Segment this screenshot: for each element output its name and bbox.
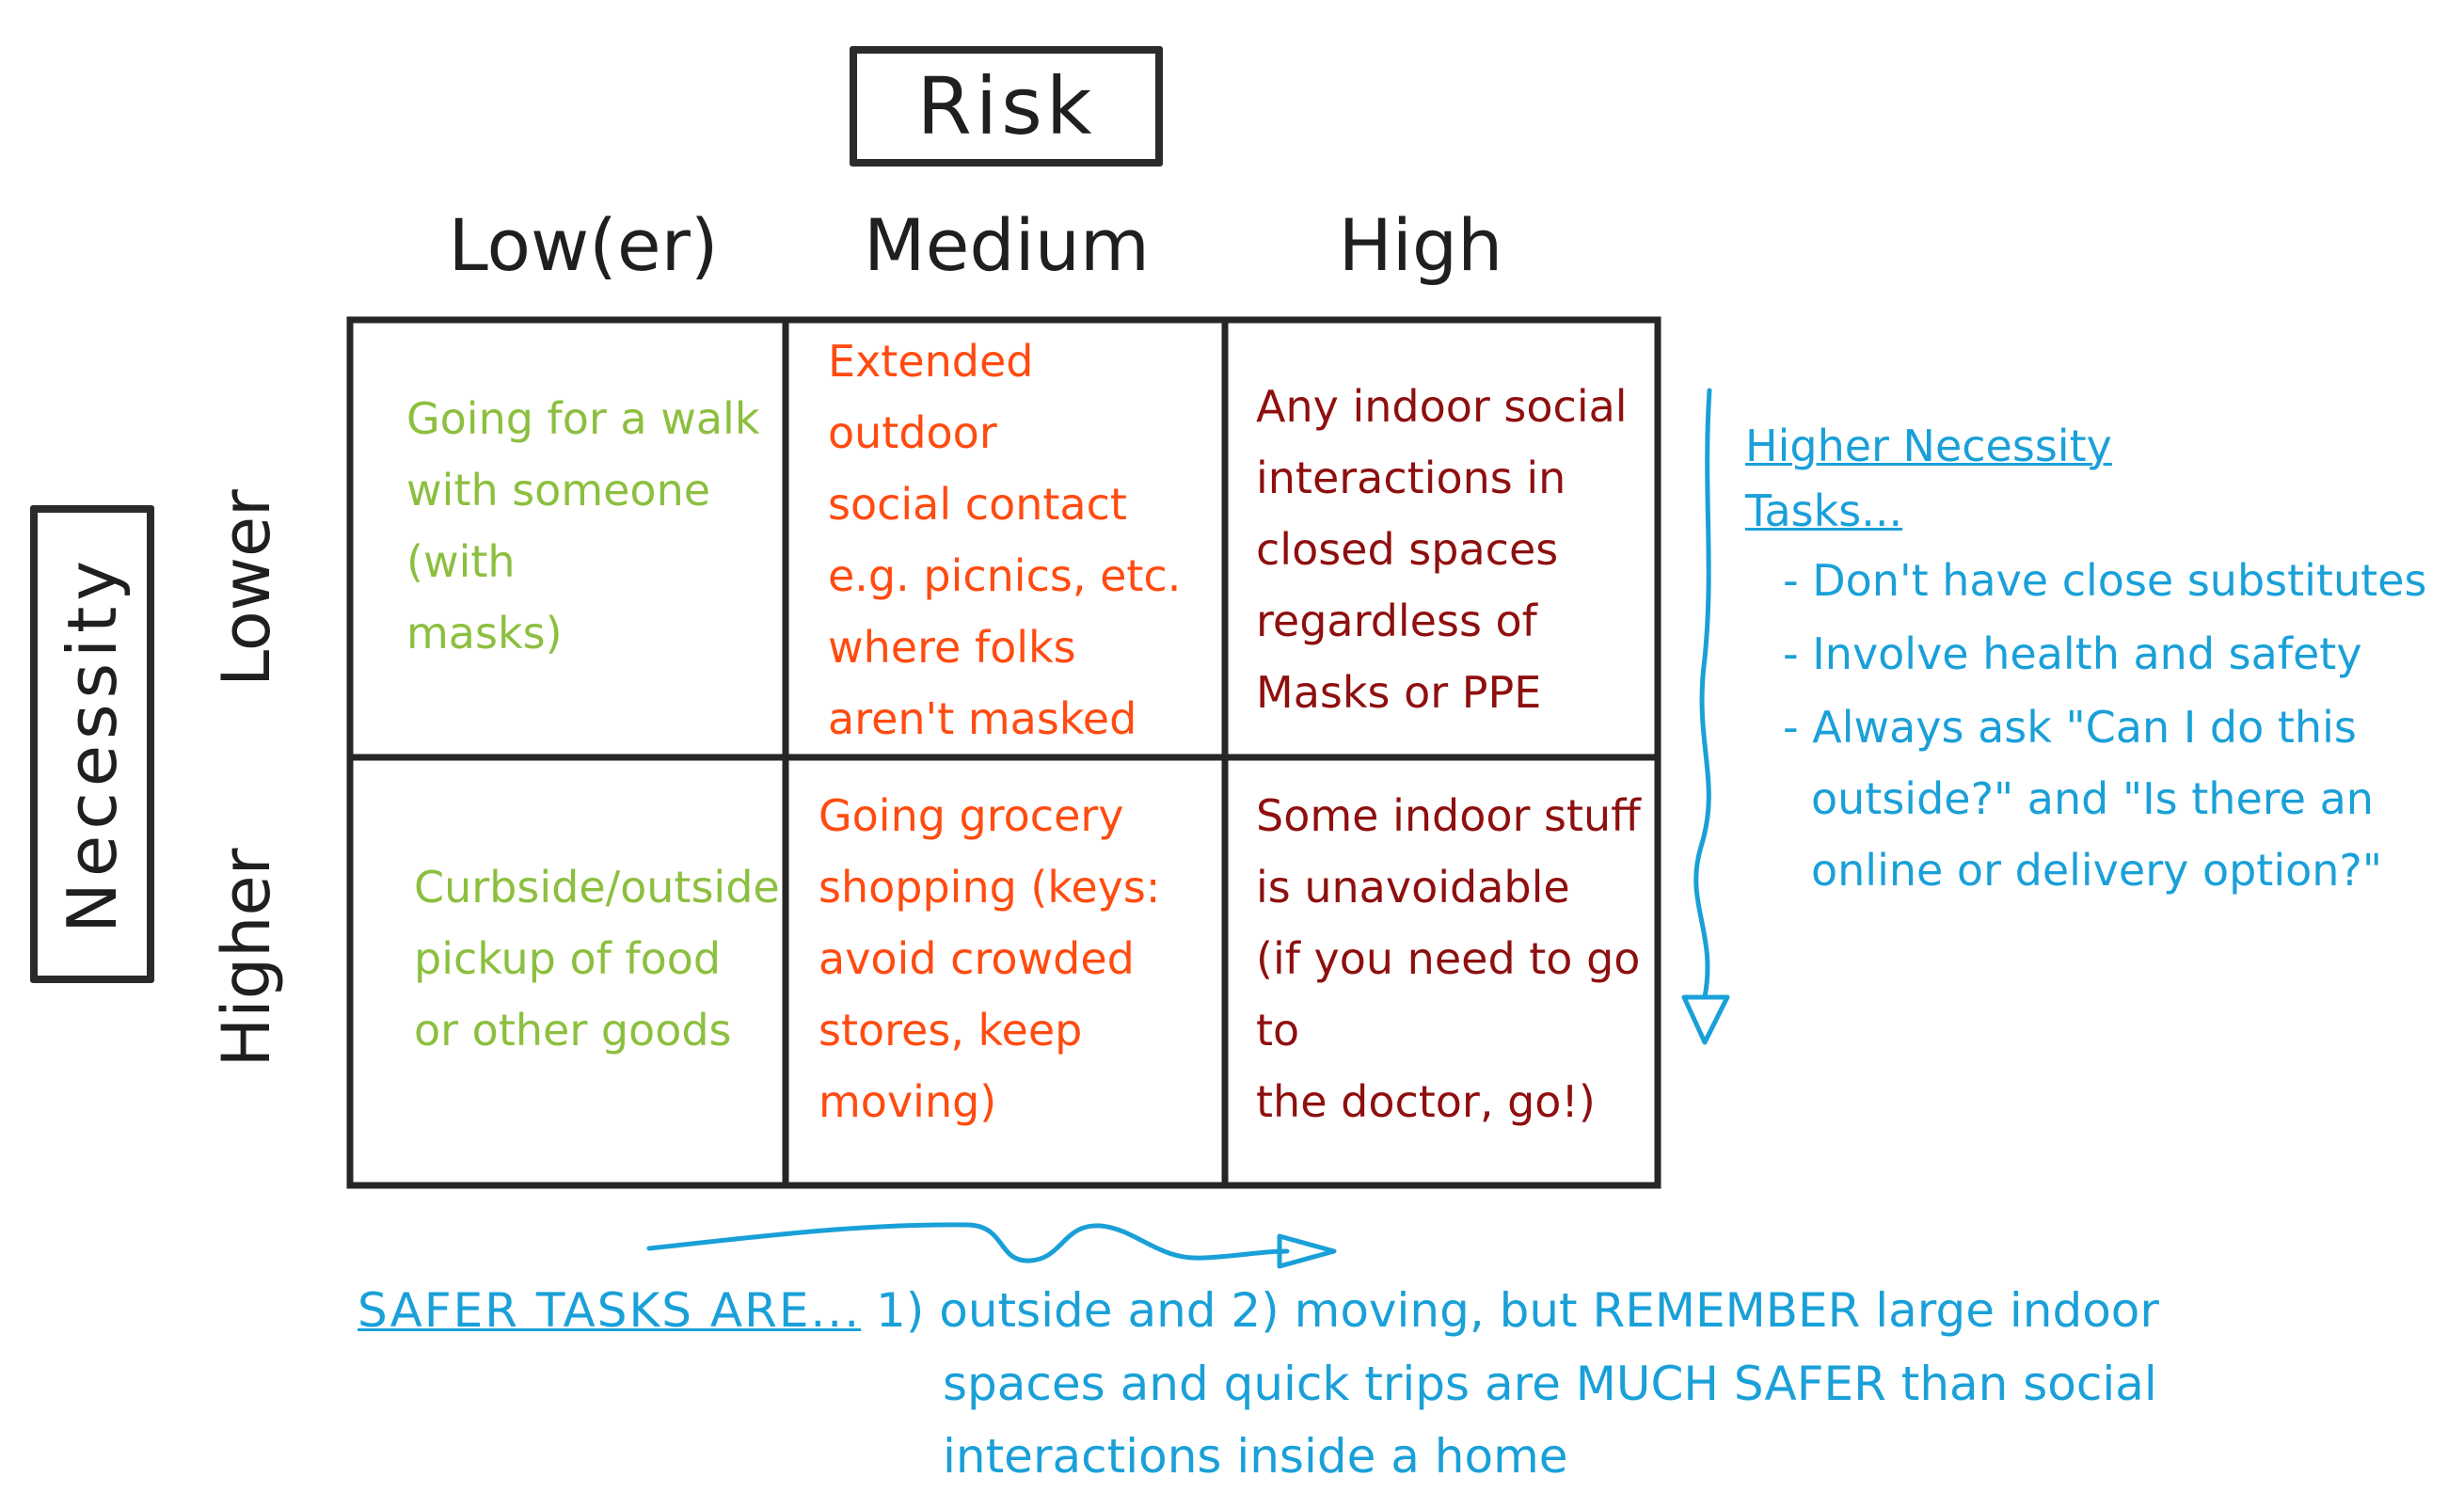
higher-necessity-notes: Higher Necessity Tasks... - Don't have c… (1745, 414, 2451, 1072)
safer-tasks-lead: SAFER TASKS ARE... (358, 1283, 862, 1338)
safer-tasks-line-3: interactions inside a home (943, 1429, 1568, 1484)
risk-title: Risk (916, 60, 1096, 152)
side-notes-title-line-1: Higher Necessity (1745, 421, 2112, 471)
safer-arrowhead (1277, 1233, 1337, 1269)
side-notes-title: Higher Necessity Tasks... (1745, 414, 2451, 544)
safer-tasks-note: SAFER TASKS ARE... 1) outside and 2) mov… (358, 1275, 2427, 1501)
necessity-title-box (30, 505, 154, 983)
necessity-arrowhead (1681, 994, 1730, 1045)
cell-lower-necessity-high-risk: Any indoor social interactions in closed… (1256, 381, 1628, 718)
safer-tasks-text-1: 1) outside and 2) moving, but REMEMBER l… (876, 1283, 2159, 1338)
safer-arrow-shaft (646, 1222, 1290, 1263)
side-notes-title-line-2: Tasks... (1745, 485, 1903, 536)
necessity-arrow-shaft (1693, 388, 1712, 1000)
side-note-bullet: - Don't have close substitutes (1783, 555, 2427, 606)
risk-title-box: Risk (850, 46, 1163, 167)
cell-lower-necessity-low-risk: Going for a walk with someone (with mask… (406, 393, 760, 659)
cell-higher-necessity-medium-risk: Going grocery shopping (keys: avoid crow… (819, 790, 1161, 1127)
side-note-bullet: - Involve health and safety (1783, 627, 2362, 679)
safer-tasks-line-1: SAFER TASKS ARE... 1) outside and 2) mov… (358, 1275, 2427, 1348)
cell-higher-necessity-high-risk: Some indoor stuff is unavoidable (if you… (1256, 790, 1641, 1127)
cell-higher-necessity-low-risk: Curbside/outside pickup of food or other… (414, 862, 780, 1056)
safer-tasks-line-2: spaces and quick trips are MUCH SAFER th… (943, 1356, 2157, 1411)
column-header-medium: Medium (864, 202, 1150, 287)
side-note-bullet: - Always ask "Can I do this outside?" an… (1783, 701, 2382, 896)
column-header-lower: Low(er) (448, 202, 719, 287)
column-header-high: High (1338, 202, 1503, 287)
matrix-frame (346, 316, 1661, 1189)
cell-lower-necessity-medium-risk: Extended outdoor social contact e.g. pic… (828, 336, 1182, 744)
